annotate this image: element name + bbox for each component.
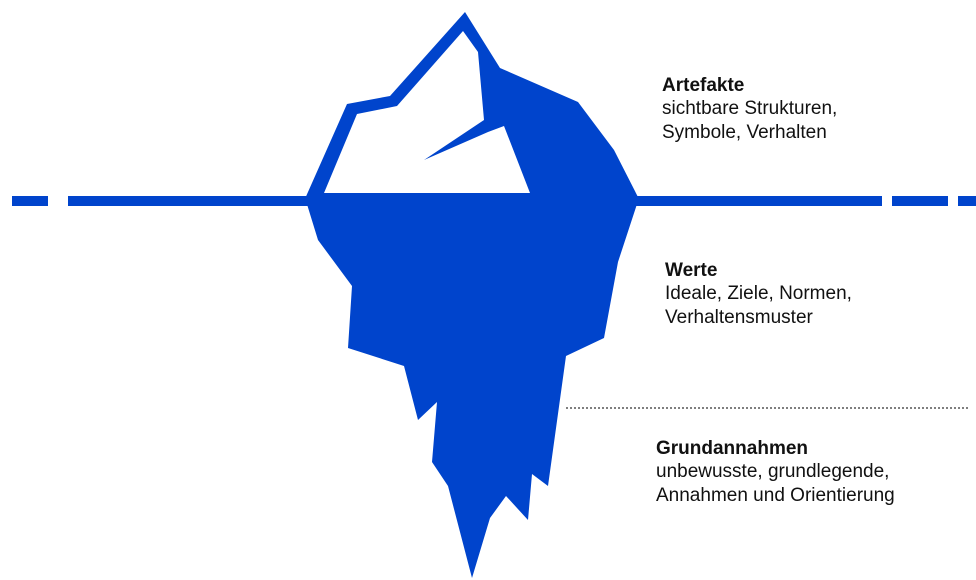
layer-title-artefakte: Artefakte xyxy=(662,74,837,97)
layer-desc-line: unbewusste, grundlegende, xyxy=(656,460,895,484)
waterline-dash-right-2 xyxy=(892,196,948,206)
layer-title-grundannahmen: Grundannahmen xyxy=(656,437,895,460)
layer-desc-line: Ideale, Ziele, Normen, xyxy=(665,282,852,306)
layer-desc-line: Symbole, Verhalten xyxy=(662,121,837,145)
layer-artefakte: Artefakte sichtbare Strukturen, Symbole,… xyxy=(662,74,837,145)
waterline-dash-right-1 xyxy=(628,196,882,206)
layer-title-werte: Werte xyxy=(665,259,852,282)
waterline-dash-right-3 xyxy=(958,196,976,206)
waterline-dash-left-1 xyxy=(12,196,48,206)
iceberg-underwater-body xyxy=(306,201,638,578)
layer-werte: Werte Ideale, Ziele, Normen, Verhaltensm… xyxy=(665,259,852,330)
layer-desc-line: Annahmen und Orientierung xyxy=(656,484,895,508)
layer-desc-line: sichtbare Strukturen, xyxy=(662,97,837,121)
layer-grundannahmen: Grundannahmen unbewusste, grundlegende, … xyxy=(656,437,895,508)
layer-desc-line: Verhaltensmuster xyxy=(665,306,852,330)
waterline-dash-left-2 xyxy=(68,196,308,206)
